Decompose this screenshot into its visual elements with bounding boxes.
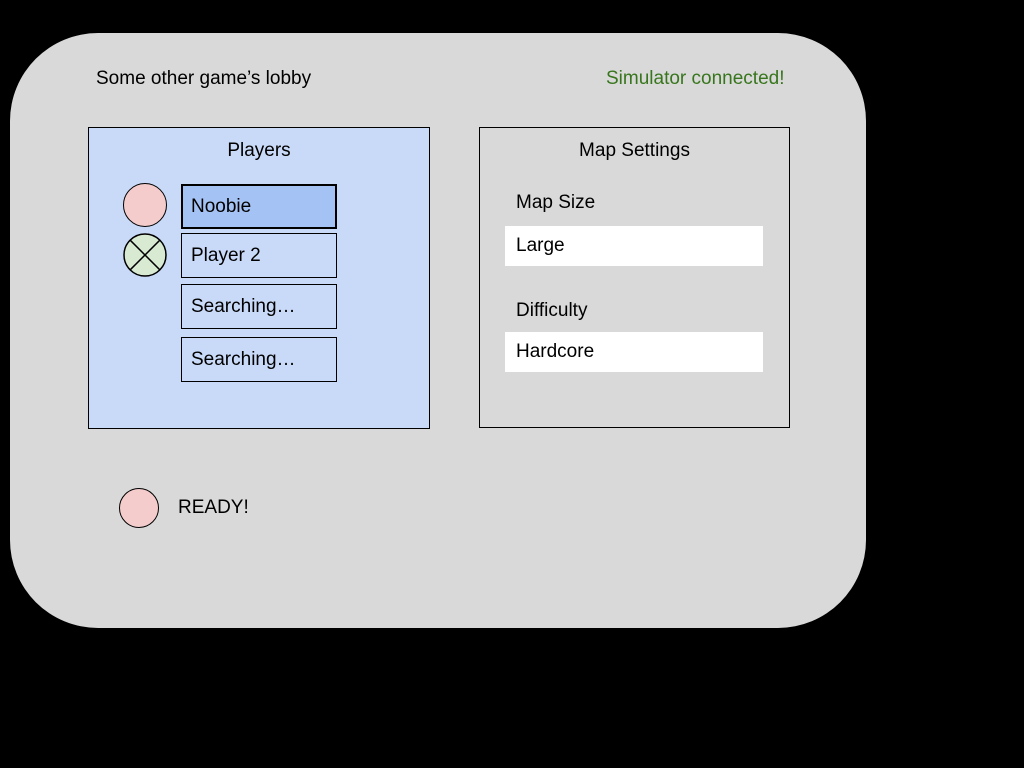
players-panel: Players Noobie Player 2 Searching… Searc… [88,127,430,429]
map-settings-title: Map Settings [579,140,690,161]
player-slot-2-label: Player 2 [191,244,261,266]
simulator-status: Simulator connected! [606,68,785,89]
difficulty-value: Hardcore [516,341,595,362]
lobby-window: Some other game’s lobby Simulator connec… [10,33,866,628]
map-settings-panel: Map Settings Map Size Large Difficulty H… [479,127,790,428]
player-slot-1[interactable]: Noobie [181,184,337,229]
difficulty-label: Difficulty [516,300,588,321]
player-slot-3[interactable]: Searching… [181,284,337,329]
player-slot-2[interactable]: Player 2 [181,233,337,278]
difficulty-field[interactable]: Hardcore [505,332,763,372]
page-title: Some other game’s lobby [96,68,312,89]
players-panel-title: Players [227,140,291,161]
ready-button-label: READY! [178,497,249,518]
ready-button-icon[interactable] [119,488,159,528]
map-size-label: Map Size [516,192,596,213]
map-size-value: Large [516,235,565,256]
player-ready-status-icon [123,183,167,227]
player-slot-4-label: Searching… [191,348,296,370]
green-x-circle-icon [123,233,167,277]
ready-button[interactable]: READY! [119,488,249,528]
player-slot-1-label: Noobie [191,195,252,217]
player-slot-3-label: Searching… [191,295,296,317]
player-slot-4[interactable]: Searching… [181,337,337,382]
map-size-field[interactable]: Large [505,226,763,266]
player-unready-x-icon [123,233,167,277]
